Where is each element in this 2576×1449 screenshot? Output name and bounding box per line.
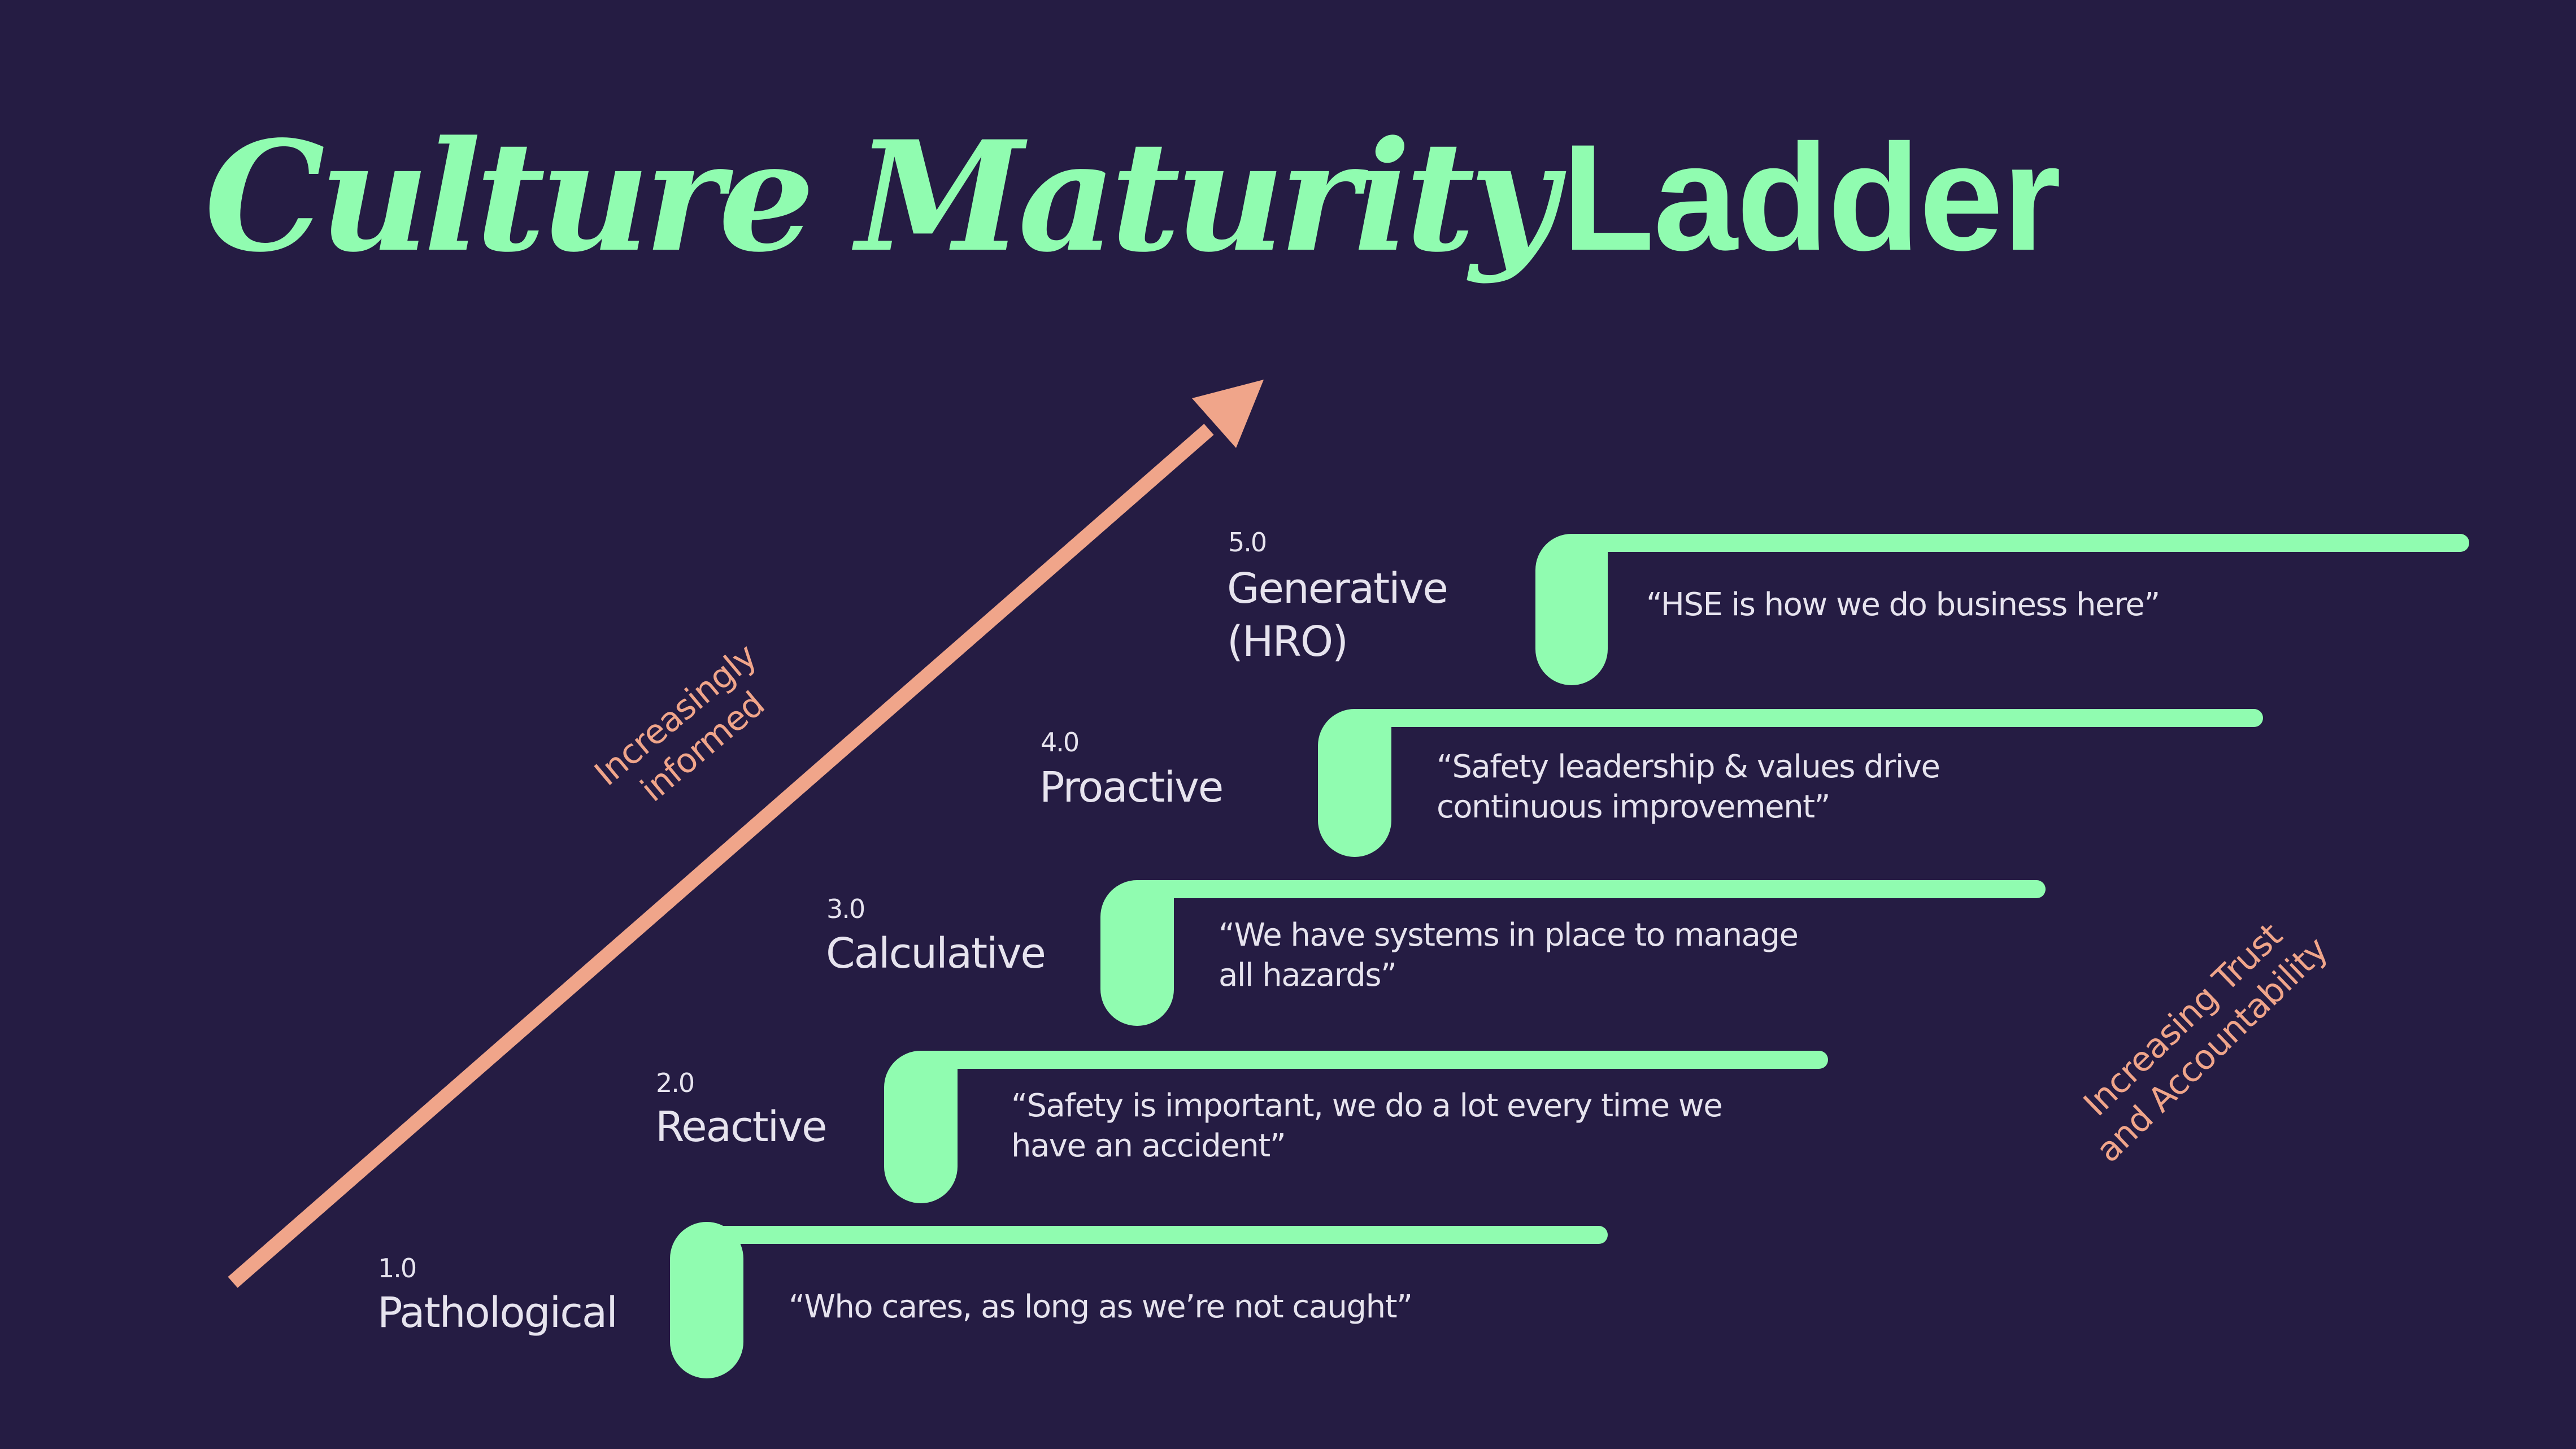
step-4-connector [1319, 709, 2263, 757]
ladder-step-5 [1535, 534, 2469, 685]
step-5-connector [1537, 534, 2469, 582]
level-5-quote: “HSE is how we do business here” [1646, 586, 2160, 623]
level-2-quote: “Safety is important, we do a lot every … [1011, 1087, 1723, 1164]
title-plain-part: Ladder [1562, 112, 2061, 282]
ladder-step-1 [670, 1222, 1608, 1378]
level-5-name: Generative (HRO) [1227, 564, 1448, 666]
level-1-number: 1.0 [378, 1253, 417, 1283]
ladder-step-4 [1318, 709, 2263, 857]
level-2-number: 2.0 [656, 1068, 695, 1098]
level-3-quote: “We have systems in place to manage all … [1219, 917, 1799, 994]
step-2-post [884, 1051, 958, 1203]
arrow-shaft [228, 424, 1214, 1288]
level-4-number: 4.0 [1041, 727, 1080, 758]
slide-title: Culture MaturityLadder [204, 121, 2061, 273]
arrow-up-right-icon [228, 380, 1264, 1288]
level-4-name: Proactive [1039, 763, 1224, 812]
step-5-post [1535, 534, 1608, 685]
ladder-step-3 [1100, 880, 2046, 1026]
step-4-post [1318, 709, 1391, 857]
level-3-number: 3.0 [826, 894, 865, 924]
step-1-connector [706, 1226, 1608, 1244]
arrow-head [1192, 380, 1264, 448]
ladder-step-2 [884, 1051, 1828, 1203]
level-5-number: 5.0 [1228, 527, 1267, 558]
title-italic-part: Culture Maturity [204, 108, 1557, 286]
level-2-name: Reactive [655, 1103, 828, 1151]
level-1-quote: “Who cares, as long as we’re not caught” [789, 1289, 1413, 1325]
step-2-connector [885, 1051, 1828, 1099]
step-3-post [1100, 880, 1174, 1026]
level-3-name: Calculative [826, 929, 1046, 978]
level-4-quote: “Safety leadership & values drive contin… [1437, 749, 1940, 825]
level-1-name: Pathological [377, 1289, 618, 1337]
step-1-post [670, 1222, 743, 1378]
step-3-connector [1102, 880, 2046, 928]
